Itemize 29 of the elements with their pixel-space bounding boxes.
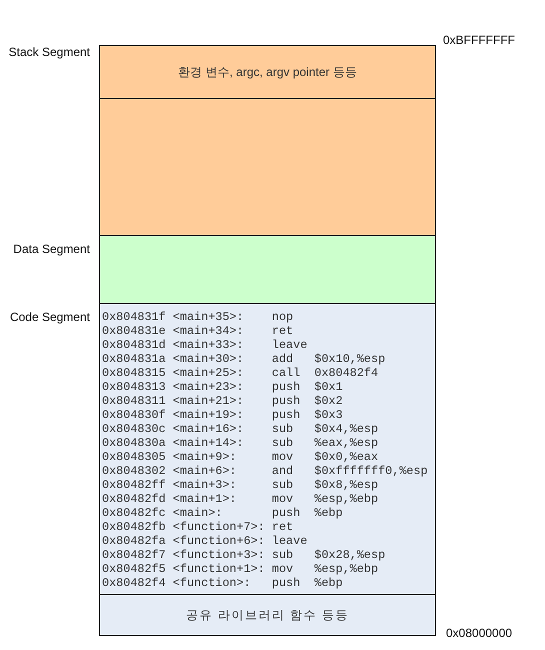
assembly-line: 0x8048313 <main+23>: push $0x1 — [102, 380, 343, 394]
assembly-line: 0x80482f7 <function+3>: sub $0x28,%esp — [102, 548, 386, 562]
segment-label: Data Segment — [13, 242, 90, 256]
segment-label: Stack Segment — [8, 45, 90, 59]
assembly-line: 0x804831a <main+30>: add $0x10,%esp — [102, 352, 386, 366]
memory-address-label: 0x08000000 — [446, 626, 512, 640]
assembly-line: 0x80482fc <main>: push %ebp — [102, 506, 343, 520]
assembly-line: 0x8048305 <main+9>: mov $0x0,%eax — [102, 450, 378, 464]
assembly-line: 0x80482ff <main+3>: sub $0x8,%esp — [102, 478, 378, 492]
assembly-line: 0x80482f4 <function>: push %ebp — [102, 576, 343, 590]
assembly-line: 0x80482fd <main+1>: mov %esp,%ebp — [102, 492, 378, 506]
assembly-line: 0x804830c <main+16>: sub $0x4,%esp — [102, 422, 378, 436]
assembly-line: 0x80482f5 <function+1>: mov %esp,%ebp — [102, 562, 378, 576]
memory-region — [99, 594, 436, 636]
assembly-line: 0x804831e <main+34>: ret — [102, 324, 294, 338]
assembly-line: 0x80482fa <function+6>: leave — [102, 534, 308, 548]
assembly-line: 0x8048315 <main+25>: call 0x80482f4 — [102, 366, 378, 380]
memory-address-label: 0xBFFFFFFF — [443, 33, 515, 47]
region-description: 환경 변수, argc, argv pointer 등등 — [178, 64, 357, 80]
assembly-line: 0x804831f <main+35>: nop — [102, 310, 294, 324]
empty-memory-region — [99, 98, 436, 236]
region-description: 공유 라이브러리 함수 등등 — [186, 606, 349, 624]
assembly-line: 0x804830f <main+19>: push $0x3 — [102, 408, 343, 422]
assembly-line: 0x804830a <main+14>: sub %eax,%esp — [102, 436, 378, 450]
assembly-line: 0x804831d <main+33>: leave — [102, 338, 308, 352]
assembly-line: 0x80482fb <function+7>: ret — [102, 520, 294, 534]
segment-label: Code Segment — [10, 310, 90, 324]
assembly-line: 0x8048302 <main+6>: and $0xfffffff0,%esp — [102, 464, 428, 478]
assembly-line: 0x8048311 <main+21>: push $0x2 — [102, 394, 343, 408]
